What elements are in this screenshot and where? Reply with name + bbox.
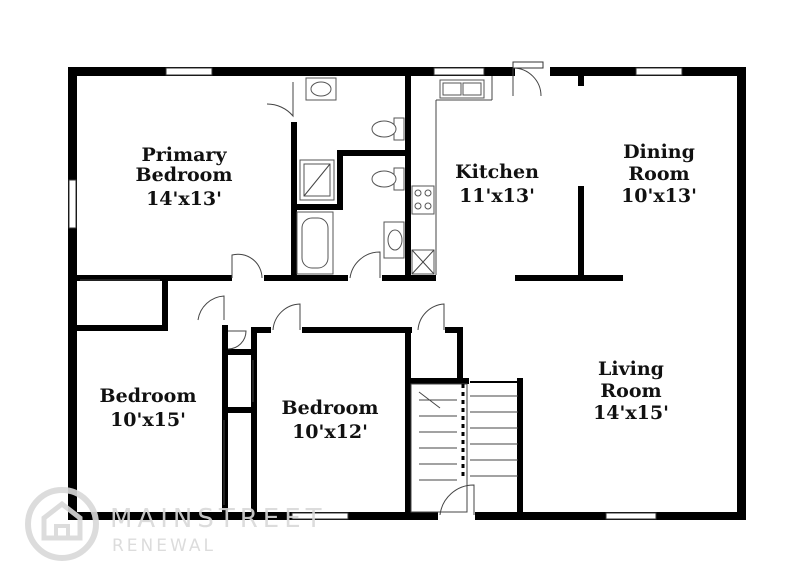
room-name-line2: Room bbox=[628, 163, 689, 185]
door-swing-icon bbox=[272, 303, 301, 331]
watermark-brand: MAINSTREET bbox=[110, 504, 327, 534]
room-primary-bedroom: Primary Bedroom 14'x13' bbox=[136, 144, 233, 210]
door-swing-icon bbox=[227, 330, 247, 350]
toilet-icon bbox=[371, 167, 405, 191]
wall-bedroom-right bbox=[405, 327, 411, 515]
wall-hall-closet-2 bbox=[222, 349, 256, 355]
room-name: Kitchen bbox=[455, 161, 539, 183]
room-name-line1: Living bbox=[598, 358, 664, 380]
room-name-line1: Dining bbox=[623, 141, 695, 163]
watermark-tagline: RENEWAL bbox=[112, 536, 216, 556]
wall-hall-north-3 bbox=[382, 275, 436, 281]
stairs-icon bbox=[410, 381, 522, 513]
room-name: Bedroom bbox=[282, 397, 379, 419]
wall-bath-a bbox=[337, 150, 407, 156]
window-kitchen-top bbox=[433, 67, 485, 76]
wall-hall-north-1 bbox=[77, 275, 232, 281]
toilet-icon bbox=[371, 117, 405, 141]
room-name-line2: Bedroom bbox=[136, 164, 233, 186]
room-size: 11'x13' bbox=[459, 185, 535, 207]
door-swings bbox=[80, 61, 544, 516]
watermark-logo-icon bbox=[25, 487, 99, 561]
room-living: Living Room 14'x15' bbox=[593, 358, 669, 424]
wall-primary-east bbox=[291, 122, 297, 280]
shower-icon bbox=[299, 159, 335, 201]
room-bedroom-center: Bedroom 10'x12' bbox=[282, 397, 379, 443]
fixtures bbox=[296, 76, 493, 275]
wall-bedroom-left-top bbox=[251, 327, 271, 333]
wall-living-west bbox=[517, 378, 523, 515]
wall-bottom-left bbox=[68, 512, 438, 520]
wall-hall-closet-3 bbox=[222, 407, 256, 413]
wall-bedroom-top bbox=[302, 327, 412, 333]
wall-closet-right bbox=[162, 281, 168, 329]
room-name: Bedroom bbox=[100, 385, 197, 407]
wall-top-left bbox=[68, 67, 515, 76]
watermark: MAINSTREET RENEWAL bbox=[25, 487, 327, 561]
wall-stair-top bbox=[411, 378, 469, 384]
wall-bath-b bbox=[337, 150, 343, 208]
door-swing-icon bbox=[349, 251, 381, 279]
door-swing-icon bbox=[417, 303, 445, 331]
room-name-line2: Room bbox=[600, 380, 661, 402]
stove-icon bbox=[411, 185, 435, 215]
window-living-bottom bbox=[605, 512, 657, 520]
wall-kitchen-west bbox=[405, 76, 411, 280]
wall-stair-closet-top bbox=[445, 327, 463, 333]
kitchen-counter bbox=[435, 76, 493, 275]
room-size: 10'x15' bbox=[110, 409, 186, 431]
window-primary-left bbox=[68, 179, 77, 229]
windows bbox=[68, 67, 683, 520]
sink-basin bbox=[310, 81, 332, 97]
bathtub-icon bbox=[296, 211, 334, 275]
wall-right bbox=[737, 67, 746, 520]
room-kitchen: Kitchen 11'x13' bbox=[455, 161, 539, 207]
wall-hall-closet-1 bbox=[222, 325, 228, 515]
room-dining: Dining Room 10'x13' bbox=[621, 141, 697, 207]
wall-dining-stub bbox=[578, 76, 584, 86]
door-swing-icon bbox=[197, 295, 225, 321]
room-size: 14'x13' bbox=[146, 188, 222, 210]
wall-closet-bottom bbox=[77, 325, 168, 331]
wall-bath-c bbox=[291, 204, 343, 210]
sink-icon bbox=[383, 221, 405, 259]
window-bedroom-bottom bbox=[291, 512, 349, 520]
door-swing-icon bbox=[439, 484, 475, 516]
wall-hall-north-2 bbox=[264, 275, 348, 281]
sink-icon bbox=[439, 79, 485, 99]
window-dining-top bbox=[635, 67, 683, 76]
room-size: 10'x12' bbox=[292, 421, 368, 443]
wall-stair-closet bbox=[457, 327, 463, 384]
door-swing-icon bbox=[512, 67, 542, 97]
room-size: 14'x15' bbox=[593, 402, 669, 424]
room-name-line1: Primary bbox=[142, 144, 228, 166]
wall-kitchen-south bbox=[515, 275, 623, 281]
interior-walls bbox=[77, 76, 623, 515]
wall-left bbox=[68, 67, 77, 520]
door-entry-top bbox=[512, 61, 544, 69]
wall-bedroom-left bbox=[251, 327, 257, 515]
room-bedroom-left: Bedroom 10'x15' bbox=[100, 385, 197, 431]
window-primary-top bbox=[165, 67, 213, 76]
room-size: 10'x13' bbox=[621, 185, 697, 207]
wall-dining-divider bbox=[578, 186, 584, 280]
door-swing-icon bbox=[231, 253, 263, 279]
fridge bbox=[411, 249, 435, 275]
door-swing-icon bbox=[266, 82, 294, 118]
